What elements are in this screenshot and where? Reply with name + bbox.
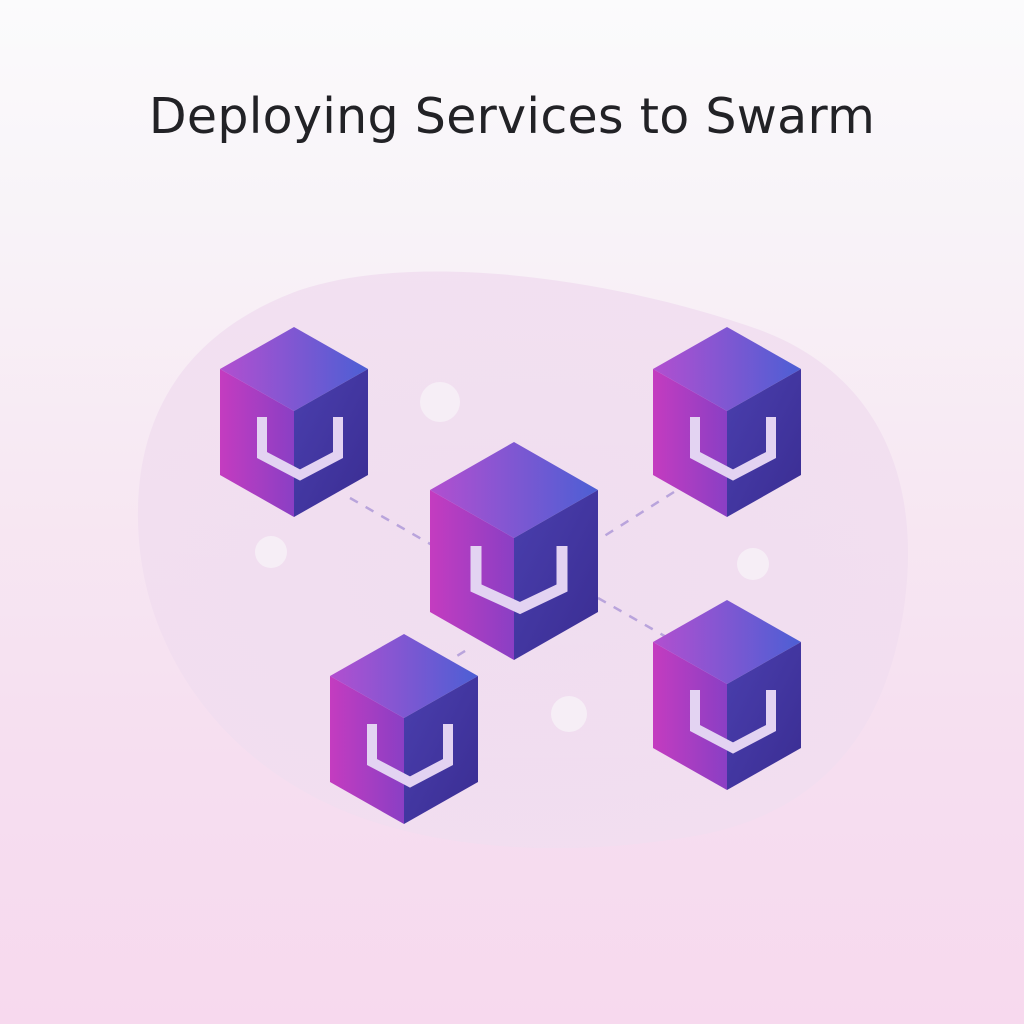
decor-dot (420, 382, 460, 422)
decor-dot (551, 696, 587, 732)
service-node-top-right (653, 327, 801, 517)
service-container-icon (653, 600, 801, 790)
edge-top-right-center (597, 490, 675, 542)
edge-bottom-right-center (597, 596, 669, 640)
decor-dot (737, 548, 769, 580)
decor-dot (255, 536, 287, 568)
service-node-bottom-right (653, 600, 801, 790)
service-node-top-left (220, 327, 368, 517)
edge-top-left-center (349, 496, 433, 547)
page-title: Deploying Services to Swarm (148, 88, 876, 145)
service-node-center (430, 442, 598, 660)
service-node-bottom-left (330, 634, 478, 824)
service-container-icon (653, 327, 801, 517)
service-container-icon (430, 442, 598, 660)
service-container-icon (220, 327, 368, 517)
service-container-icon (330, 634, 478, 824)
